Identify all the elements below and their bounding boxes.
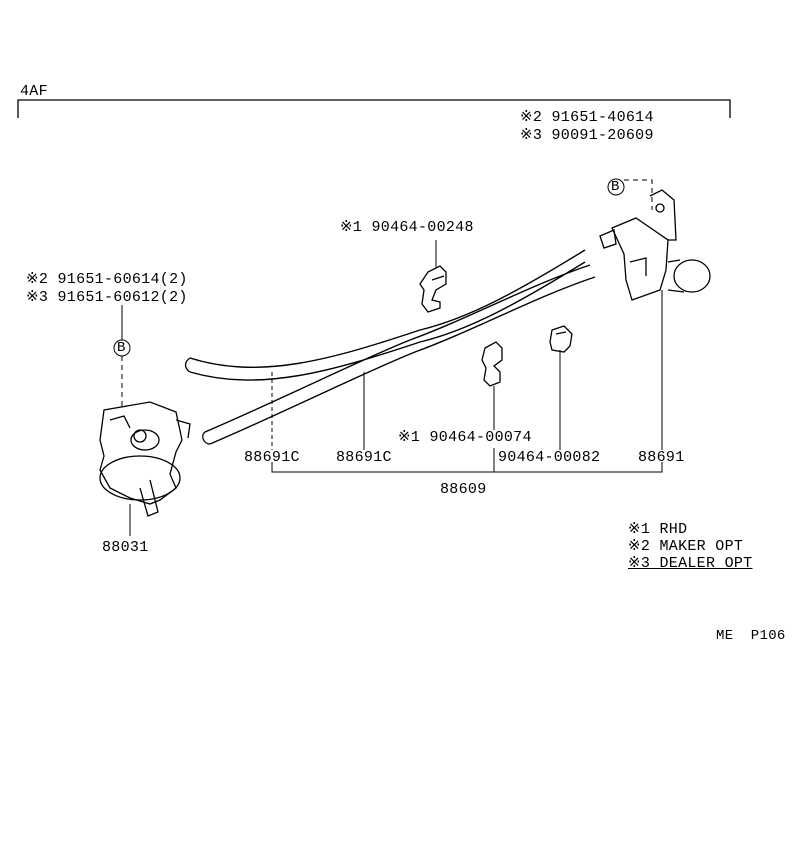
callout-top-right-1: ※2 91651-40614 [520,109,654,126]
part-88031: 88031 [102,539,149,556]
part-88691c-b: 88691C [336,449,392,466]
callout-clip-upper: ※1 90464-00248 [340,219,474,236]
hose-upper-edge [189,261,586,381]
hose-lower-edge [209,276,596,445]
clip-mid [481,341,503,387]
part-90464-00082: 90464-00082 [498,449,601,466]
part-88609: 88609 [440,481,487,498]
legend-item-3: ※3 DEALER OPT [628,555,753,572]
section-code: 4AF [20,83,48,100]
bolt-ref-right-circle [607,178,625,196]
part-88691c-a: 88691C [244,449,300,466]
valve-assembly-left [99,401,191,517]
legend-item-1: ※1 RHD [628,521,688,538]
hose-lower [204,264,591,433]
group-bracket-88609 [271,448,663,473]
clip-upper [419,265,447,313]
section-bracket [17,99,731,118]
part-88691: 88691 [638,449,685,466]
page-ref: ME P106 [716,628,786,644]
bolt-ref-right: B [611,179,620,195]
callout-clip-lower: ※1 90464-00074 [398,429,532,446]
callout-left-1: ※2 91651-60614(2) [26,271,188,288]
clip-right [549,325,573,353]
hose-upper [189,249,586,368]
legend-item-2: ※2 MAKER OPT [628,538,744,555]
callout-top-right-2: ※3 90091-20609 [520,127,654,144]
callout-left-2: ※3 91651-60612(2) [26,289,188,306]
bolt-ref-left: B [117,340,126,356]
actuator-right [599,189,711,301]
